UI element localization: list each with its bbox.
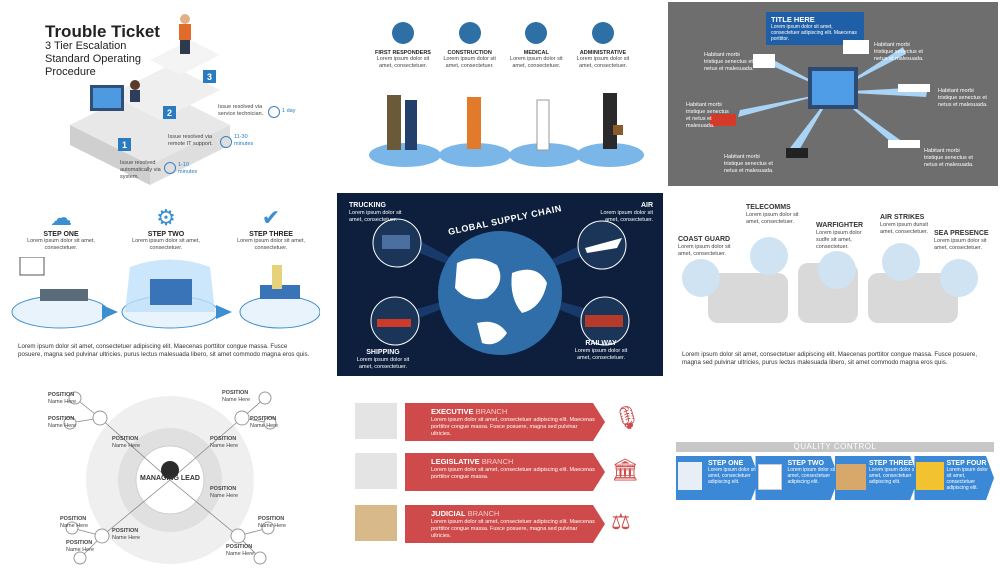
- role-column: ADMINISTRATIVE Lorem ipsum dolor sit ame…: [573, 22, 633, 70]
- managing-lead-label: MANAGING LEAD: [140, 475, 200, 482]
- panel-subtitle: 3 Tier Escalation Standard Operating Pro…: [45, 40, 142, 79]
- mode-railway: RAILWAY Lorem ipsum dolor sit amet, cons…: [574, 340, 628, 361]
- unit-warfighter: WARFIGHTER Lorem ipsum dolor sudfe sit a…: [816, 222, 864, 250]
- barcode-icon: [758, 464, 782, 490]
- tier-badge-1: 1: [118, 138, 131, 151]
- branch-row-executive: EXECUTIVE BRANCH Lorem ipsum dolor sit a…: [355, 401, 655, 443]
- fire-icon: [392, 22, 414, 44]
- step-column: ✔ STEP THREE Lorem ipsum dolor sit amet,…: [237, 205, 305, 251]
- checkmark-badge-icon: ✔: [261, 205, 281, 230]
- unit-air-strikes: AIR STRIKES Lorem ipsum dunsit amet, con…: [880, 214, 928, 235]
- clock-icon: [164, 162, 176, 174]
- scales-icon: ⚖: [611, 509, 631, 534]
- roles-panel: FIRST RESPONDERS Lorem ipsum dolor sit a…: [335, 0, 665, 190]
- tier-1-time: 1-10 minutes: [178, 162, 198, 175]
- step-column: ☁ STEP ONE Lorem ipsum dolor sit amet, c…: [27, 205, 95, 251]
- defense-body-text: Lorem ipsum dolor sit amet, consectetuer…: [682, 351, 978, 367]
- microphone-icon: 🎙: [613, 405, 641, 430]
- tower-icon: [750, 237, 788, 275]
- clock-icon: [220, 136, 232, 148]
- unit-sea-presence: SEA PRESENCE Lorem ipsum dolor sit amet,…: [934, 230, 989, 251]
- vehicles-network-illustration: [710, 40, 930, 158]
- tier-badge-2: 2: [163, 106, 176, 119]
- defense-map-panel: COAST GUARD Lorem ipsum dolor sit amet, …: [668, 193, 998, 373]
- ship-icon: [682, 259, 720, 297]
- isometric-stairs-illustration: [70, 14, 230, 185]
- network-map-panel: TITLE HERE Lorem ipsum dolor sit amet, c…: [668, 2, 998, 186]
- step-headers: ☁ STEP ONE Lorem ipsum dolor sit amet, c…: [26, 205, 306, 252]
- clock-icon: [268, 106, 280, 118]
- qc-title-bar: QUALITY CONTROL: [676, 442, 994, 452]
- branch-bar: LEGISLATIVE BRANCH Lorem ipsum dolor sit…: [405, 453, 605, 491]
- laptop-icon: [678, 462, 702, 490]
- forklift-icon: [916, 462, 944, 490]
- branch-row-judicial: JUDICIAL BRANCH Lorem ipsum dolor sit am…: [355, 503, 655, 545]
- warship-icon: [940, 259, 978, 297]
- workers-on-gears-illustration: [369, 93, 644, 167]
- white-house-icon: [355, 403, 397, 439]
- callout-right-top: Habitant morbi tristique senectus et net…: [874, 42, 924, 62]
- tier-1-desc: Issue resolved automatically via system.: [120, 160, 161, 180]
- branch-bar: EXECUTIVE BRANCH Lorem ipsum dolor sit a…: [405, 403, 605, 441]
- supreme-court-icon: [355, 505, 397, 541]
- role-columns: FIRST RESPONDERS Lorem ipsum dolor sit a…: [373, 22, 633, 70]
- callout-right-mid: Habitant morbi tristique senectus et net…: [938, 88, 988, 108]
- unit-coast-guard: COAST GUARD Lorem ipsum dolor sit amet, …: [678, 236, 731, 257]
- medical-process-illustration: [11, 257, 320, 329]
- unit-telecomms: TELECOMMS Lorem ipsum dolor sit amet, co…: [746, 204, 799, 225]
- capitol-icon: [355, 453, 397, 489]
- callout-bottom-right: Habitant morbi tristique senectus et net…: [924, 148, 974, 168]
- role-column: CONSTRUCTION Lorem ipsum dolor sit amet,…: [440, 22, 500, 70]
- callout-bottom-left: Habitant morbi tristique senectus et net…: [724, 154, 774, 174]
- tier-2-time: 11-30 minutes: [234, 134, 254, 147]
- tier-2-desc: Issue resolved via remote IT support.: [168, 134, 213, 147]
- role-column: FIRST RESPONDERS Lorem ipsum dolor sit a…: [373, 22, 433, 70]
- org-rings-illustration: [63, 391, 277, 565]
- qc-steps: STEP ONE Lorem ipsum dolor sit amet, con…: [676, 456, 994, 500]
- callout-left-mid: Habitant morbi tristique senectus et net…: [686, 102, 729, 129]
- crane-icon: [458, 22, 481, 44]
- branch-row-legislative: LEGISLATIVE BRANCH Lorem ipsum dolor sit…: [355, 451, 655, 493]
- tier-badge-3: 3: [203, 70, 216, 83]
- gears-icon: ⚙: [156, 205, 176, 230]
- tier-3-desc: Issue resolved via service technician.: [218, 104, 264, 117]
- three-steps-panel: ☁ STEP ONE Lorem ipsum dolor sit amet, c…: [0, 195, 330, 370]
- cloud-upload-icon: ☁: [50, 205, 72, 230]
- steps-body-text: Lorem ipsum dolor sit amet, consectetuer…: [18, 343, 310, 359]
- globe-illustration: [370, 218, 630, 355]
- panel-title: Trouble Ticket: [45, 22, 160, 41]
- title-callout: TITLE HERE Lorem ipsum dolor sit amet, c…: [766, 12, 864, 45]
- branch-bar: JUDICIAL BRANCH Lorem ipsum dolor sit am…: [405, 505, 605, 543]
- government-branches-panel: EXECUTIVE BRANCH Lorem ipsum dolor sit a…: [355, 393, 655, 568]
- quality-control-panel: QUALITY CONTROL STEP ONE Lorem ipsum dol…: [672, 440, 998, 515]
- step-column: ⚙ STEP TWO Lorem ipsum dolor sit amet, c…: [132, 205, 200, 251]
- jet-icon: [882, 243, 920, 281]
- courthouse-icon: 🏛: [611, 457, 639, 482]
- soldier-icon: [818, 251, 856, 289]
- global-supply-chain-panel: GLOBAL SUPPLY CHAIN TRUCKING Lorem ipsum…: [337, 193, 663, 376]
- mode-air: AIR Lorem ipsum dolor sit amet, consecte…: [600, 202, 653, 223]
- mode-trucking: TRUCKING Lorem ipsum dolor sit amet, con…: [349, 202, 402, 223]
- mode-shipping: SHIPPING Lorem ipsum dolor sit amet, con…: [356, 349, 410, 370]
- boxes-icon: [836, 464, 866, 490]
- medical-icon: [525, 22, 548, 44]
- trouble-ticket-panel: Trouble Ticket 3 Tier Escalation Standar…: [0, 0, 330, 190]
- tier-3-time: 1 day: [282, 108, 296, 114]
- callout-left-top: Habitant morbi tristique senectus et net…: [704, 52, 754, 72]
- role-column: MEDICAL Lorem ipsum dolor sit amet, cons…: [506, 22, 566, 70]
- briefcase-icon: [591, 22, 614, 44]
